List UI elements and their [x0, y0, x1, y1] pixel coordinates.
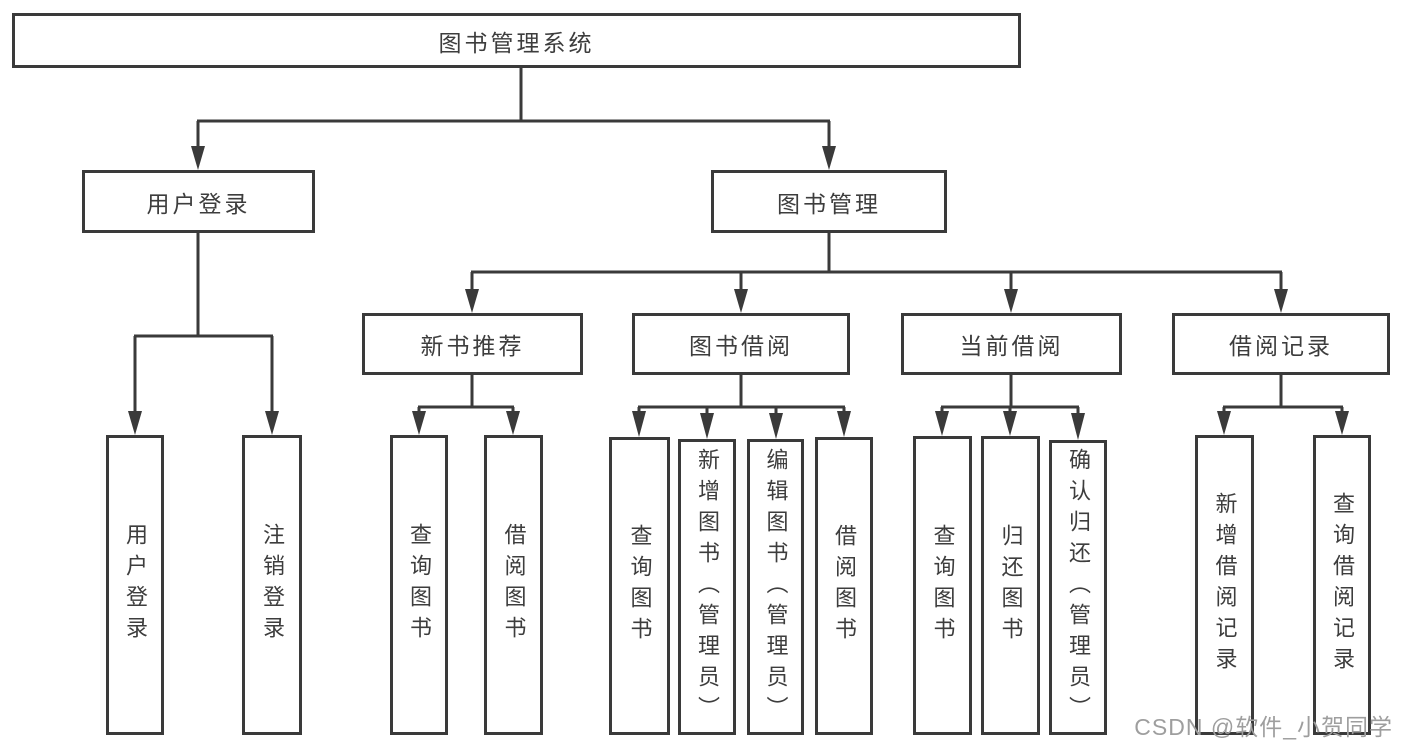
leaf-node-label: 归还图书	[998, 523, 1024, 648]
category-node-current-borrowing: 当前借阅	[901, 313, 1122, 375]
leaf-node-query-books: 查询图书	[390, 435, 448, 735]
leaf-node-label: 确认归还（管理员）	[1066, 448, 1091, 727]
category-node-label: 新书推荐	[420, 333, 525, 359]
branch-node-book-management: 图书管理	[711, 170, 947, 233]
branch-node-label: 图书管理	[777, 190, 881, 217]
leaf-node-label: 查询借阅记录	[1330, 492, 1355, 678]
connector-user-login-to-leaves	[128, 233, 279, 435]
leaf-node-borrow-books: 借阅图书	[484, 435, 543, 735]
category-node-borrowing-records: 借阅记录	[1172, 313, 1390, 375]
category-node-new-book-recommend: 新书推荐	[362, 313, 583, 375]
leaf-node-user-login: 用户登录	[106, 435, 164, 735]
csdn-watermark: CSDN @软件_小贺同学	[1134, 714, 1393, 740]
connector-book-borrowing-to-leaves	[632, 375, 851, 439]
leaf-node-label: 查询图书	[627, 524, 653, 648]
leaf-node-label: 借阅图书	[501, 523, 527, 647]
leaf-node-confirm-return-admin: 确认归还（管理员）	[1049, 440, 1107, 735]
category-node-book-borrowing: 图书借阅	[632, 313, 850, 375]
leaf-node-label: 用户登录	[123, 523, 148, 647]
connector-borrowing-records-to-leaves	[1217, 375, 1349, 435]
connector-new-book-recommend-to-leaves	[412, 375, 520, 435]
leaf-node-label: 注销登录	[260, 523, 285, 647]
leaf-node-return-books: 归还图书	[981, 436, 1040, 735]
connector-book-management-to-level3	[465, 233, 1288, 313]
leaf-node-label: 新增图书（管理员）	[695, 447, 720, 727]
leaf-node-label: 查询图书	[930, 523, 956, 648]
root-node-system: 图书管理系统	[12, 13, 1021, 68]
leaf-node-label: 借阅图书	[832, 524, 857, 648]
leaf-node-label: 新增借阅记录	[1212, 492, 1238, 678]
leaf-node-label: 编辑图书（管理员）	[763, 447, 789, 727]
category-node-label: 当前借阅	[959, 333, 1064, 359]
connector-root-to-level2	[191, 67, 836, 170]
leaf-node-add-books-admin: 新增图书（管理员）	[678, 439, 736, 735]
leaf-node-logout: 注销登录	[242, 435, 302, 735]
root-node-label: 图书管理系统	[438, 29, 595, 56]
leaf-node-edit-books-admin: 编辑图书（管理员）	[747, 439, 804, 735]
leaf-node-query-books: 查询图书	[609, 437, 670, 735]
leaf-node-query-borrow-record: 查询借阅记录	[1313, 435, 1371, 735]
connector-current-borrowing-to-leaves	[935, 375, 1085, 440]
category-node-label: 借阅记录	[1229, 333, 1333, 359]
category-node-label: 图书借阅	[689, 333, 793, 359]
leaf-node-add-borrow-record: 新增借阅记录	[1195, 435, 1254, 735]
branch-node-label: 用户登录	[146, 190, 251, 217]
leaf-node-borrow-books: 借阅图书	[815, 437, 873, 735]
leaf-node-label: 查询图书	[407, 523, 432, 647]
leaf-node-query-books: 查询图书	[913, 436, 972, 735]
branch-node-user-login: 用户登录	[82, 170, 315, 233]
